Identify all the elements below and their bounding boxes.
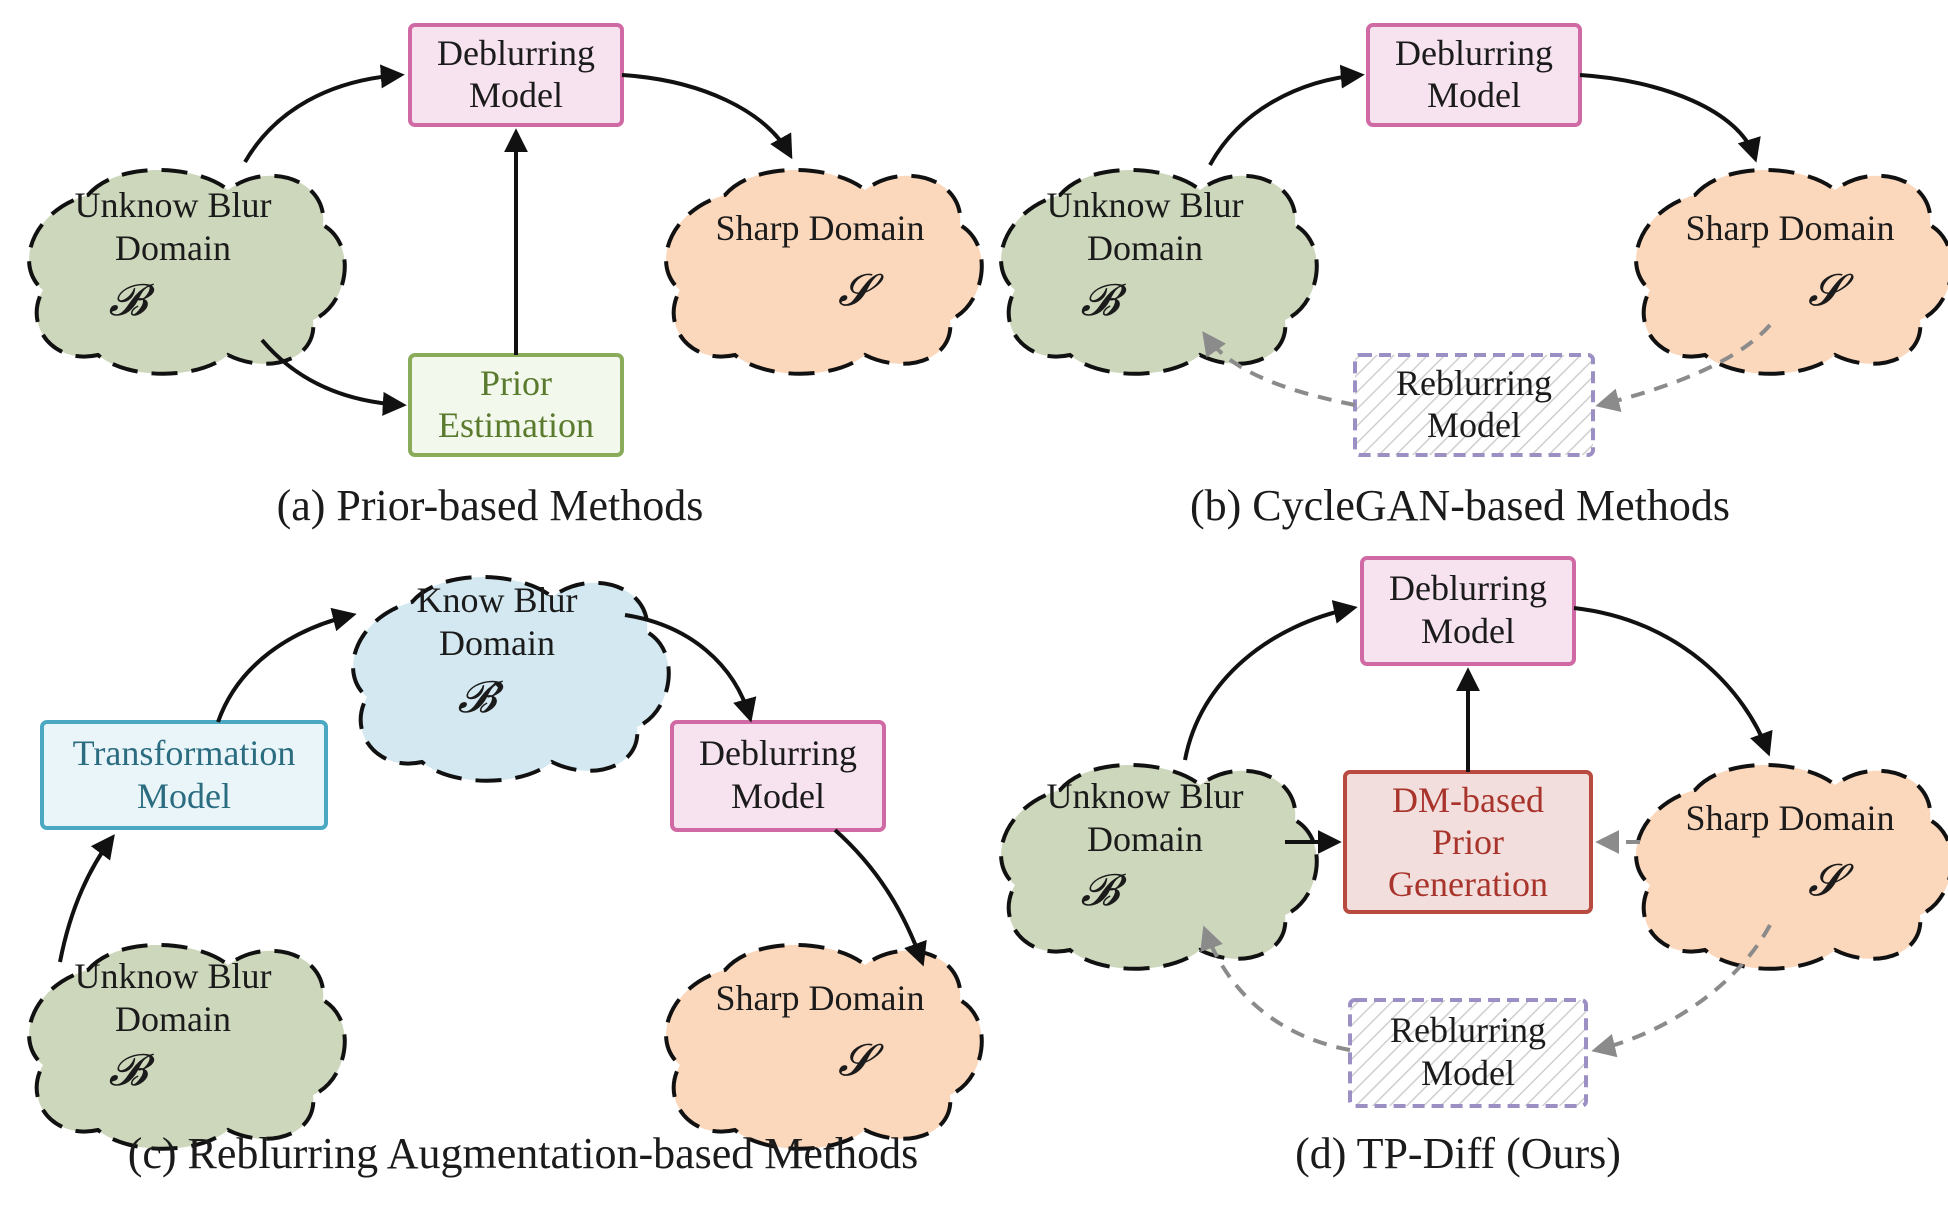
prior-estimation-label-1: Prior (480, 363, 552, 403)
prior-estimation-label-2: Estimation (438, 405, 594, 445)
deblurring-model-box: Deblurring Model (670, 720, 886, 832)
blur-domain-label-1: Unknow Blur (75, 956, 272, 996)
transformation-model-label-2: Model (137, 776, 231, 816)
blur-domain-cloud: Unknow Blur Domain 𝓑 (27, 943, 347, 1151)
deblurring-model-label-1: Deblurring (437, 33, 595, 73)
reblurring-model-box: Reblurring Model (1348, 998, 1588, 1108)
sharp-domain-label: Sharp Domain (716, 208, 925, 248)
sharp-domain-cloud: Sharp Domain 𝓢 (1634, 168, 1948, 376)
deblurring-model-label-2: Model (1421, 611, 1515, 651)
dm-prior-label-3: Generation (1388, 864, 1548, 904)
deblurring-model-label-2: Model (1427, 75, 1521, 115)
panel-d-caption: (d) TP-Diff (Ours) (1295, 1129, 1621, 1178)
reblurring-model-label-2: Model (1427, 405, 1521, 445)
reblurring-model-label-1: Reblurring (1390, 1010, 1546, 1050)
deblurring-model-box: Deblurring Model (408, 23, 624, 127)
arrow-blur-to-deblur (243, 64, 405, 164)
arrow-blur-to-deblur (1183, 600, 1358, 761)
blur-domain-label-1: Unknow Blur (1047, 776, 1244, 816)
blur-domain-label-1: Unknow Blur (1047, 185, 1244, 225)
deblurring-model-label-2: Model (469, 75, 563, 115)
blur-domain-label-2: Domain (1087, 819, 1203, 859)
arrow-blur-to-deblur (1208, 64, 1365, 166)
deblurring-model-label-1: Deblurring (1395, 33, 1553, 73)
know-blur-domain-cloud: Know Blur Domain 𝓑̂ (351, 575, 671, 783)
dm-prior-generation-box: DM-based Prior Generation (1343, 770, 1593, 914)
reblurring-model-box: Reblurring Model (1353, 353, 1595, 457)
reblurring-model-label-2: Model (1421, 1053, 1515, 1093)
transformation-model-box: Transformation Model (40, 720, 328, 830)
panel-b: Unknow Blur Domain 𝓑 Sharp Domain 𝓢 Debl… (999, 23, 1948, 530)
reblurring-model-label-1: Reblurring (1396, 363, 1552, 403)
blur-domain-label-1: Unknow Blur (75, 185, 272, 225)
panel-d: Deblurring Model Unknow Blur Domain 𝓑 Sh… (999, 556, 1948, 1178)
arrow-deblur-to-sharp (1579, 73, 1761, 163)
arrow-transformation-to-knowblur (216, 607, 357, 723)
arrow-blur-to-prior (260, 338, 407, 416)
deblurring-model-box: Deblurring Model (1366, 23, 1582, 127)
sharp-domain-cloud: Sharp Domain 𝓢 (664, 943, 984, 1151)
blur-domain-label-2: Domain (115, 999, 231, 1039)
panel-a-caption: (a) Prior-based Methods (277, 481, 704, 530)
sharp-domain-label: Sharp Domain (716, 978, 925, 1018)
panel-a: Unknow Blur Domain 𝓑 Sharp Domain 𝓢 Debl… (27, 23, 984, 530)
know-blur-domain-label-1: Know Blur (417, 580, 578, 620)
sharp-domain-label: Sharp Domain (1686, 208, 1895, 248)
dm-prior-label-2: Prior (1432, 822, 1504, 862)
dashed-arrow-sharp-to-reblur (1591, 924, 1772, 1058)
know-blur-domain-label-2: Domain (439, 623, 555, 663)
deblurring-model-label-1: Deblurring (1389, 568, 1547, 608)
sharp-domain-label: Sharp Domain (1686, 798, 1895, 838)
arrow-deblur-to-sharp (1573, 606, 1773, 757)
arrow-deblur-to-sharp (621, 73, 793, 160)
blur-domain-cloud: Unknow Blur Domain 𝓑 (999, 168, 1319, 376)
dashed-arrow-reblur-to-blur (1200, 925, 1351, 1052)
transformation-model-label-1: Transformation (73, 733, 296, 773)
sharp-domain-cloud: Sharp Domain 𝓢 (1634, 763, 1948, 971)
deblurring-model-label-2: Model (731, 776, 825, 816)
blur-domain-cloud: Unknow Blur Domain 𝓑 (27, 168, 347, 376)
panel-b-caption: (b) CycleGAN-based Methods (1190, 481, 1730, 530)
blur-domain-cloud: Unknow Blur Domain 𝓑 (999, 763, 1319, 971)
blur-domain-label-2: Domain (115, 228, 231, 268)
deblurring-model-label-1: Deblurring (699, 733, 857, 773)
dm-prior-label-1: DM-based (1392, 780, 1544, 820)
panel-c-caption: (c) Reblurring Augmentation-based Method… (128, 1129, 919, 1178)
arrow-knowblur-to-deblur (624, 613, 757, 723)
panel-c: Know Blur Domain 𝓑̂ Transformation Model… (27, 575, 984, 1178)
sharp-domain-cloud: Sharp Domain 𝓢 (664, 168, 984, 376)
blur-domain-label-2: Domain (1087, 228, 1203, 268)
arrow-blur-to-transformation (58, 834, 115, 963)
dashed-arrow-reblur-to-blur (1202, 331, 1356, 407)
deblurring-model-box: Deblurring Model (1360, 556, 1576, 666)
prior-estimation-box: Prior Estimation (408, 353, 624, 457)
arrow-deblur-to-sharp (833, 828, 927, 967)
